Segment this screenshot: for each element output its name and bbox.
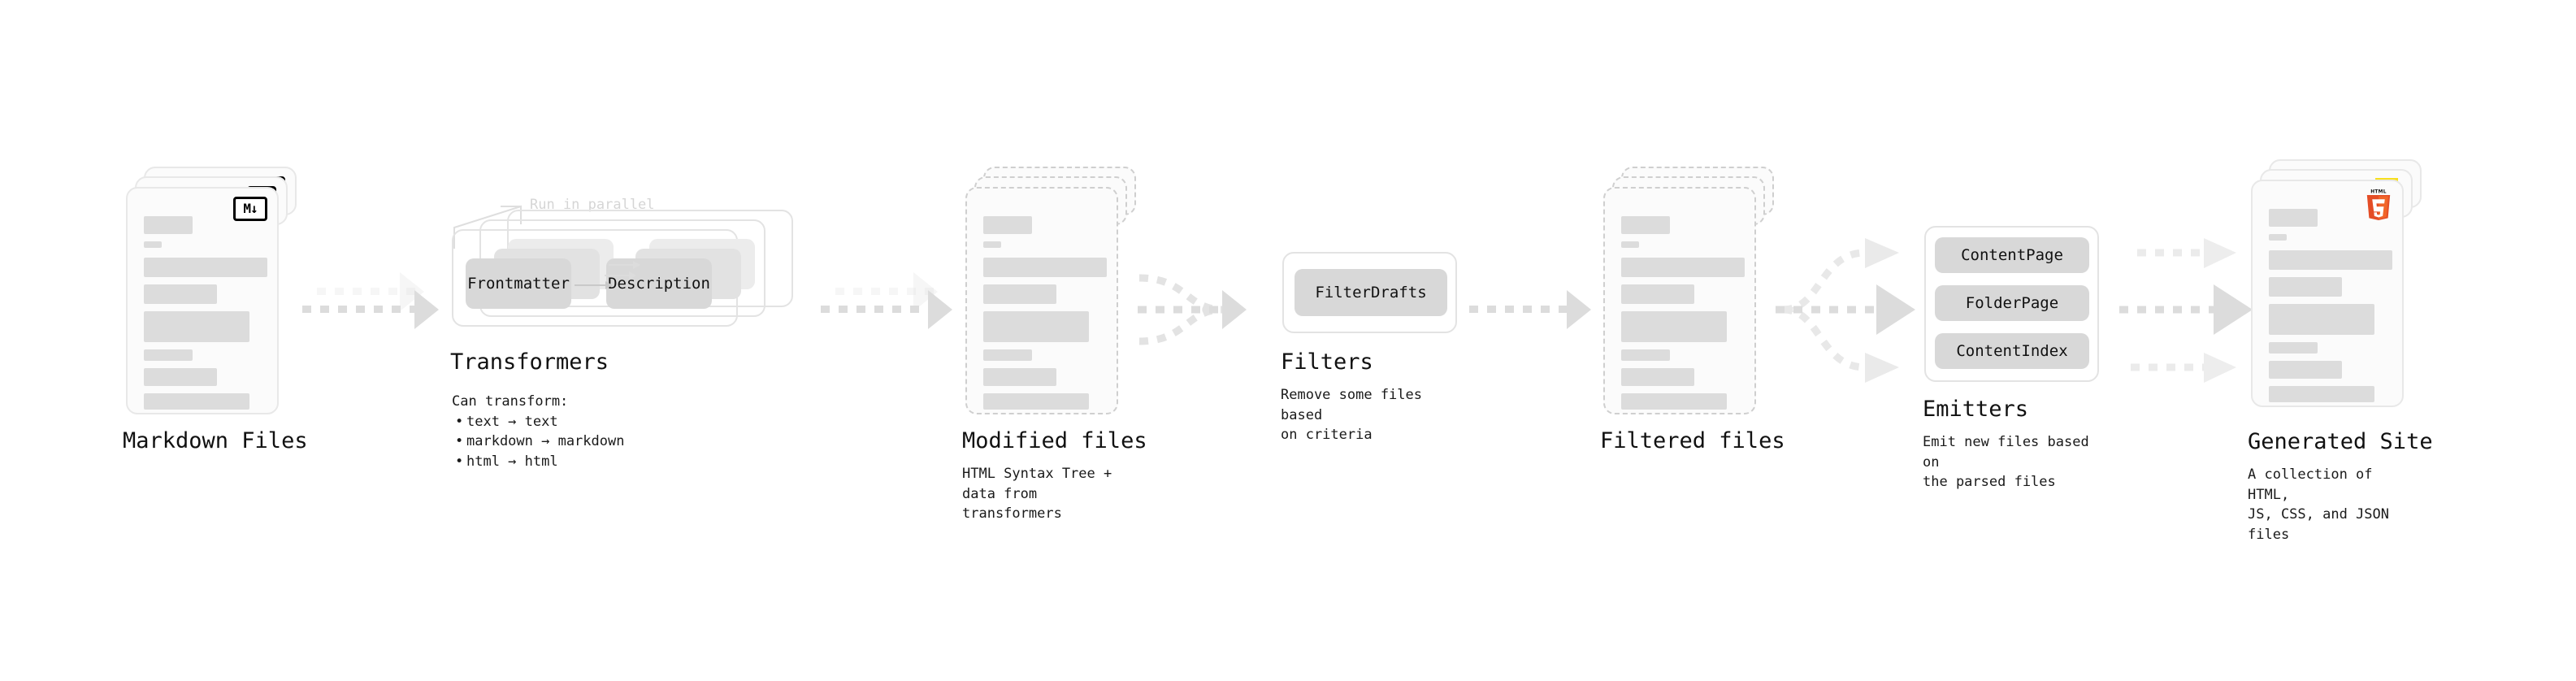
- stage-title-markdown-files: Markdown Files: [123, 428, 308, 453]
- placeholder-bar: [1621, 349, 1670, 361]
- filters-group: FilterDrafts: [1282, 252, 1457, 333]
- chip-content-page[interactable]: ContentPage: [1935, 237, 2089, 273]
- modified-file-stack: [965, 167, 1136, 414]
- transformers-description: Can transform: text → text markdown → ma…: [452, 392, 720, 472]
- stage-title-modified-files: Modified files: [962, 428, 1147, 453]
- placeholder-bars: [144, 216, 267, 413]
- stage-title-filtered-files: Filtered files: [1600, 428, 1785, 453]
- markdown-icon: M↓: [233, 197, 267, 221]
- markdown-file-stack: M↓ M↓ M↓: [126, 167, 297, 414]
- flow-arrow-4: [1469, 278, 1599, 329]
- chip-filter-drafts[interactable]: FilterDrafts: [1295, 269, 1447, 316]
- stage-filtered-files: Filtered files: [1600, 167, 1785, 453]
- placeholder-bar: [2269, 234, 2287, 241]
- stage-transformers: Run in parallel Frontmatter Description …: [450, 192, 793, 471]
- chip-description[interactable]: Description: [606, 258, 712, 309]
- file-card-front: HTML: [2251, 180, 2404, 407]
- stage-title-filters: Filters: [1281, 349, 1373, 375]
- placeholder-bar: [983, 368, 1056, 386]
- flow-arrow-2: [821, 272, 959, 341]
- merge-curve: [1138, 274, 1247, 345]
- placeholder-bars: [2269, 209, 2392, 406]
- file-card-front: M↓: [126, 187, 279, 414]
- placeholder-bar: [2269, 209, 2318, 227]
- placeholder-bar: [1621, 258, 1745, 277]
- placeholder-bar: [1621, 368, 1694, 386]
- inner-arrow-ghost-1: [605, 271, 636, 280]
- filters-description: Remove some files based on criteria: [1281, 387, 1422, 444]
- emitters-description: Emit new files based on the parsed files: [1923, 434, 2089, 491]
- placeholder-bar: [2269, 304, 2374, 335]
- transformers-group-stack: Frontmatter Description: [452, 192, 793, 330]
- transform-list-item: markdown → markdown: [455, 432, 720, 452]
- flow-arrow-6: [2113, 232, 2267, 387]
- transform-list: text → text markdown → markdown html → h…: [452, 412, 720, 472]
- flow-arrow-1: [302, 272, 445, 341]
- placeholder-bar: [1621, 284, 1694, 304]
- stage-title-generated-site: Generated Site: [2248, 429, 2433, 454]
- transform-list-item: text → text: [455, 412, 720, 432]
- svg-text:HTML: HTML: [2370, 189, 2387, 194]
- placeholder-bar: [983, 349, 1032, 361]
- stage-title-transformers: Transformers: [450, 349, 609, 375]
- placeholder-bar: [2269, 250, 2392, 270]
- filtered-file-stack: [1603, 167, 1774, 414]
- file-card-front: [1603, 187, 1756, 414]
- can-transform-heading: Can transform:: [452, 393, 569, 410]
- placeholder-bar: [1621, 311, 1727, 342]
- stage-emitters: ContentPage FolderPage ContentIndex Emit…: [1923, 226, 2099, 490]
- placeholder-bar: [983, 258, 1107, 277]
- placeholder-bar: [983, 241, 1001, 248]
- fanout-curve: [1776, 238, 1915, 383]
- stage-modified-files: Modified files HTML Syntax Tree + data f…: [962, 167, 1147, 522]
- flow-arrow-3-merge: [1138, 265, 1268, 354]
- html5-icon: HTML: [2366, 189, 2391, 220]
- placeholder-bar: [2269, 361, 2342, 379]
- transform-list-item: html → html: [455, 452, 720, 472]
- inner-arrow-front: [575, 281, 613, 289]
- placeholder-bar: [1621, 216, 1670, 234]
- placeholder-bar: [1621, 241, 1639, 248]
- placeholder-bar: [983, 284, 1056, 304]
- placeholder-bar: [144, 284, 217, 304]
- emitters-group: ContentPage FolderPage ContentIndex: [1924, 226, 2099, 382]
- filters-group-box: [1282, 252, 1457, 333]
- emitters-group-box: [1924, 226, 2099, 382]
- file-card-front: [965, 187, 1118, 414]
- inner-arrow-ghost-2: [609, 261, 640, 269]
- placeholder-bar: [2269, 342, 2318, 354]
- placeholder-bar: [983, 311, 1089, 342]
- chip-frontmatter[interactable]: Frontmatter: [466, 258, 571, 309]
- stage-filters: FilterDrafts Filters Remove some files b…: [1281, 252, 1457, 443]
- placeholder-bar: [2269, 277, 2342, 297]
- placeholder-bar: [144, 241, 162, 248]
- placeholder-bar: [983, 216, 1032, 234]
- placeholder-bar: [2269, 386, 2374, 402]
- placeholder-bar: [144, 311, 249, 342]
- modified-files-description: HTML Syntax Tree + data from transformer…: [962, 466, 1112, 523]
- generated-file-stack: CSS HTML: [2251, 159, 2422, 407]
- stage-markdown-files: M↓ M↓ M↓ Markdown Files: [123, 167, 308, 453]
- placeholder-bars: [983, 216, 1107, 413]
- placeholder-bar: [1621, 393, 1727, 410]
- stage-generated-site: CSS HTML: [2248, 159, 2433, 543]
- generated-site-description: A collection of HTML, JS, CSS, and JSON …: [2248, 466, 2389, 543]
- chip-content-index[interactable]: ContentIndex: [1935, 333, 2089, 369]
- placeholder-bar: [144, 393, 249, 410]
- placeholder-bar: [983, 393, 1089, 410]
- placeholder-bars: [1621, 216, 1745, 413]
- stage-title-emitters: Emitters: [1923, 397, 2029, 422]
- placeholder-bar: [144, 258, 267, 277]
- triple-arrow: [2119, 238, 2253, 383]
- run-in-parallel-label: Run in parallel: [530, 197, 655, 213]
- placeholder-bar: [144, 216, 193, 234]
- chip-folder-page[interactable]: FolderPage: [1935, 285, 2089, 321]
- placeholder-bar: [144, 349, 193, 361]
- flow-arrow-5-fanout: [1776, 232, 1930, 387]
- placeholder-bar: [144, 368, 217, 386]
